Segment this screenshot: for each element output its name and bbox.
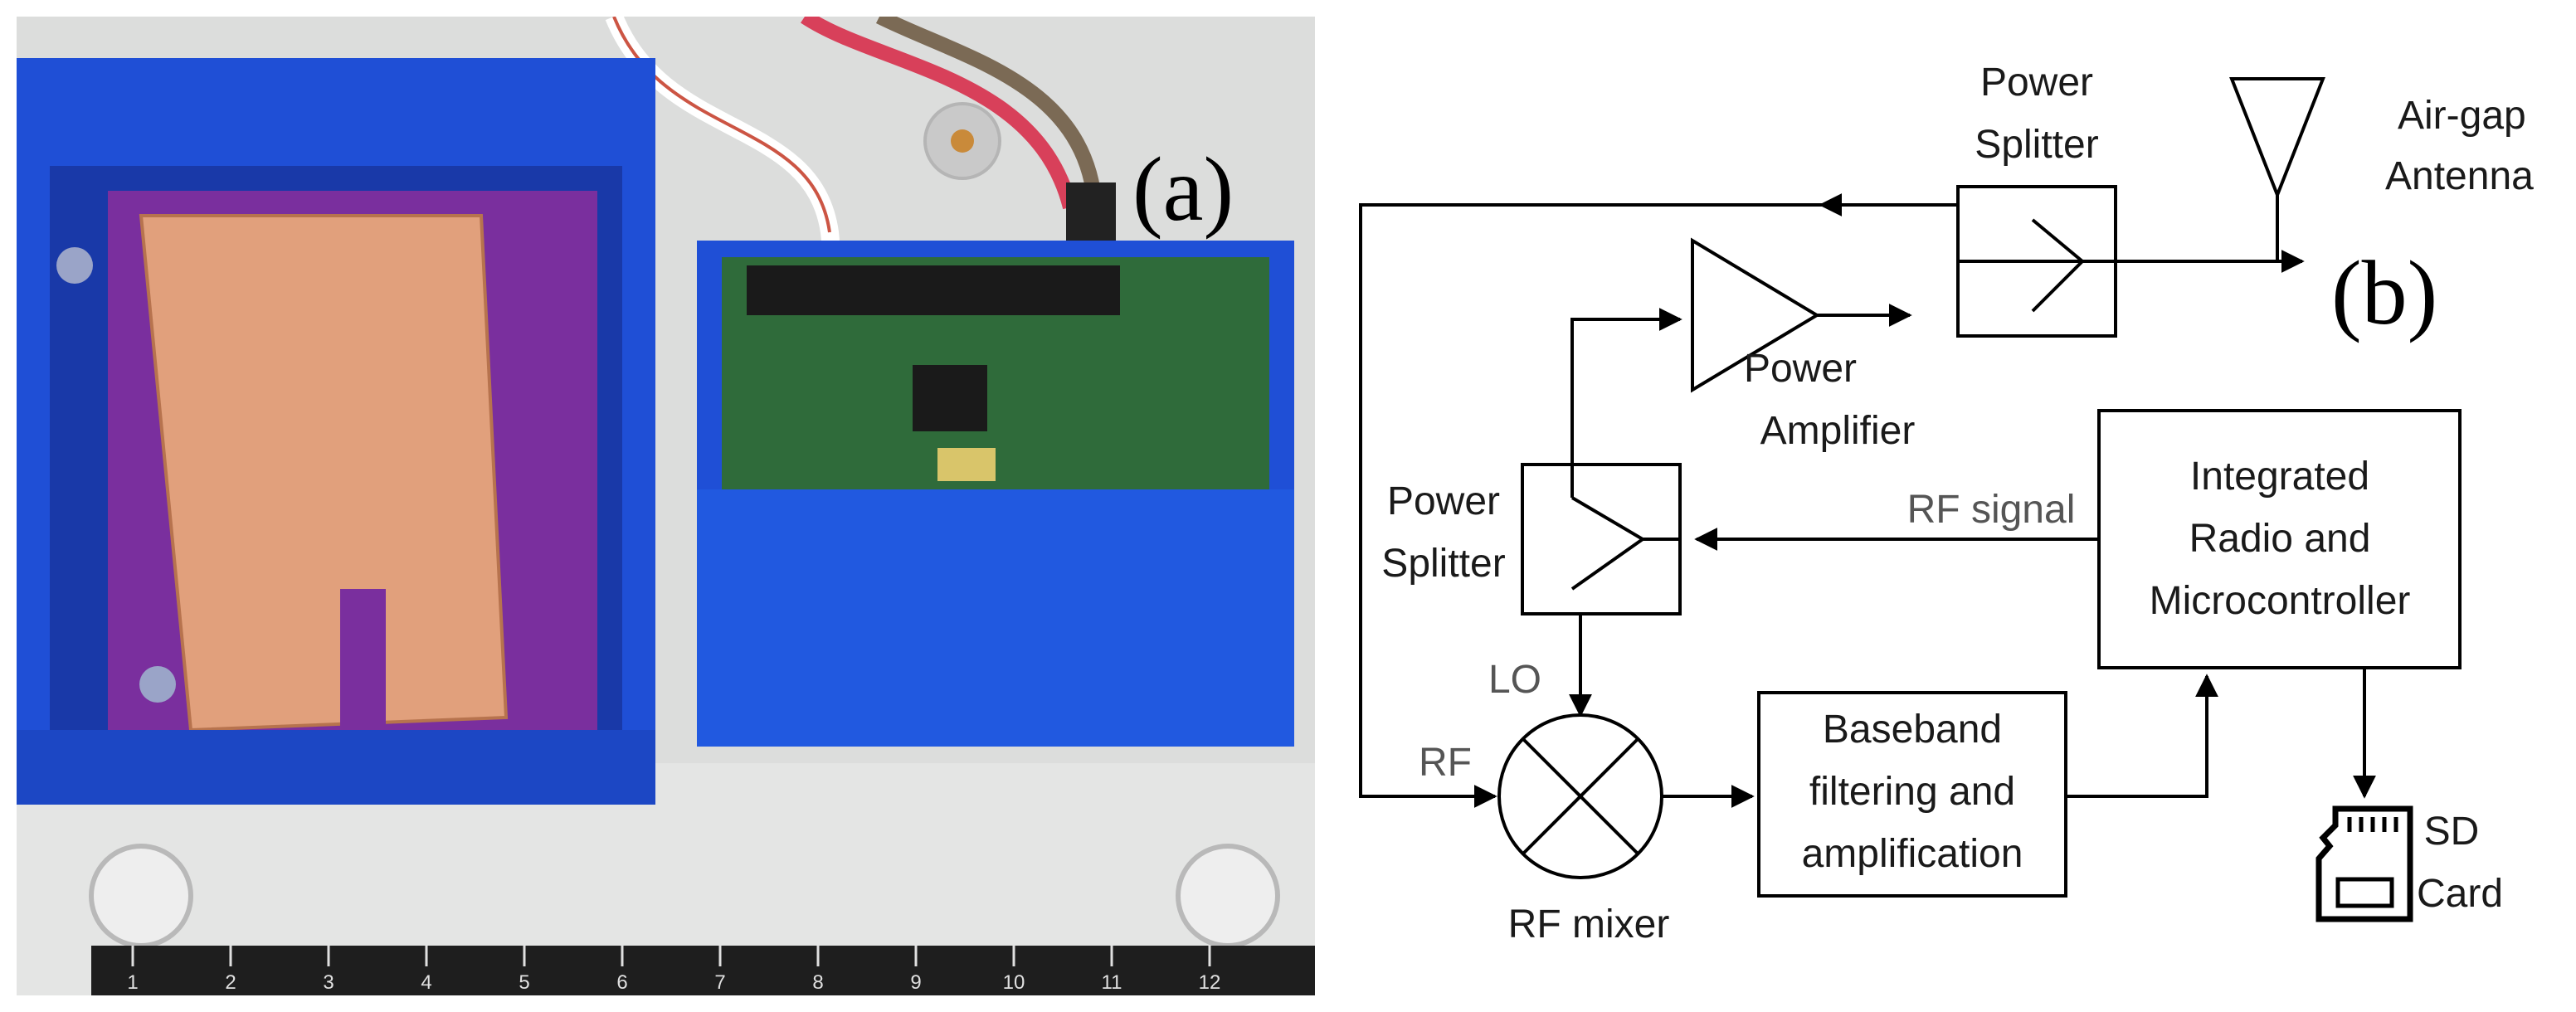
sd-card-icon [2315,805,2413,922]
ruler-tick-label: 12 [1199,971,1221,994]
power-splitter-left-symbol [1570,496,1680,591]
sd-card-line1: SD [2424,810,2480,854]
antenna-slot [340,589,386,734]
red-cable [801,17,1078,210]
baseband-line1: Baseband [1823,708,2002,752]
rf-mixer-cross [1522,737,1639,855]
power-splitter-top-line2: Splitter [1975,123,2098,167]
panel-a-label: (a) [1132,139,1234,240]
integrated-radio-box [2097,409,2462,669]
panel-b-label: (b) [2331,242,2437,343]
antenna-line2: Antenna [2385,154,2534,198]
power-amplifier-line2: Amplifier [1760,409,1916,453]
ruler-tick-label: 1 [127,971,138,994]
integrated-radio-line1: Integrated [2190,455,2369,499]
radio-chip [913,365,987,431]
splitter-to-amplifier-arrow [1570,308,1682,498]
power-splitter-left-line1: Power [1387,479,1500,523]
ruler-tick-label: 6 [616,971,627,994]
sd-card-line2: Card [2417,872,2503,916]
brass-screw [951,129,974,153]
ruler-tick-label: 7 [714,971,725,994]
copper-antenna-plate [139,214,509,732]
brown-cable [875,17,1103,208]
ruler-tick-label: 4 [421,971,431,994]
enclosure-screw-top [56,247,93,284]
integrated-radio-line3: Microcontroller [2150,579,2411,623]
header-pins [747,265,1120,315]
lo-label: LO [1488,658,1541,702]
integrated-radio-line2: Radio and [2189,517,2371,561]
antenna-line1: Air-gap [2398,94,2526,138]
rf-label: RF [1419,741,1472,785]
power-amplifier-line1: Power [1744,347,1857,391]
ruler-tick-label: 9 [910,971,921,994]
baseband-to-radio-arrow [2066,674,2218,798]
baseband-line2: filtering and [1809,770,2015,814]
ruler-tick-label: 11 [1102,971,1122,994]
antenna-enclosure-lip [17,730,655,805]
crystal [937,448,996,481]
baseband-line3: amplification [1802,832,2023,876]
power-splitter-top-line1: Power [1980,61,2093,105]
ruler-tick-label: 8 [812,971,823,994]
ruler-tick-label: 10 [1003,971,1025,994]
ruler-tick-label: 2 [225,971,236,994]
antenna-icon [2229,77,2325,261]
baseband-box [1757,691,2067,898]
electronics-enclosure-front [697,489,1294,747]
enclosure-screw-bottom [139,666,176,703]
feedback-rf-path [1359,203,1958,808]
power-amplifier-triangle [1691,237,1820,393]
rf-mixer-label: RF mixer [1508,903,1670,946]
power-splitter-left-line2: Splitter [1381,542,1505,586]
ruler-tick-label: 3 [323,971,334,994]
ruler-tick-label: 5 [519,971,529,994]
rf-signal-label: RF signal [1907,488,2076,532]
